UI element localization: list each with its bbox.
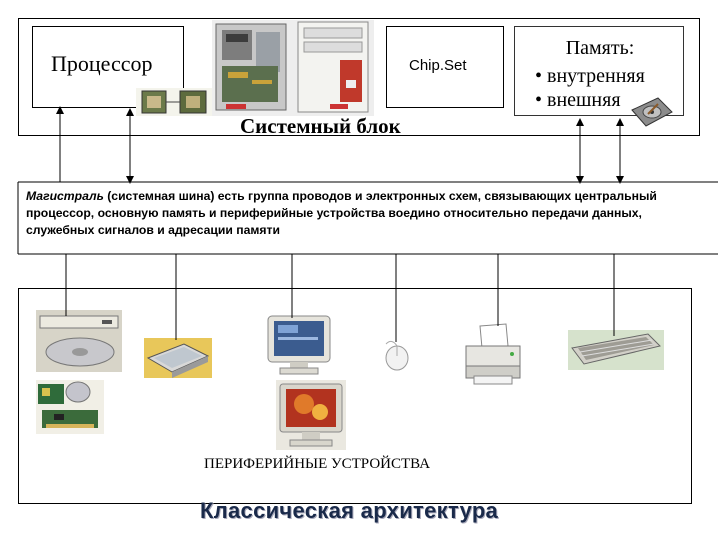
bus-definition: (системная шина) есть группа проводов и … [26, 189, 657, 237]
memory-box: Память: • внутренняя • внешняя [514, 26, 684, 116]
memory-item-external: • внешняя [535, 89, 621, 111]
system-unit-caption: Системный блок [240, 114, 401, 138]
memory-item-internal: • внутренняя [535, 65, 645, 87]
cd-drive-icon [36, 310, 122, 372]
bus-term: Магистраль [26, 189, 104, 203]
peripherals-box [18, 288, 692, 504]
printer-icon [462, 322, 524, 388]
processor-label: Процессор [51, 51, 153, 76]
monitor-red-icon [276, 380, 346, 450]
expansion-cards-icon [36, 380, 104, 434]
system-unit-photo [212, 20, 374, 116]
diagram-title: Классическая архитектура [200, 498, 499, 523]
mouse-icon [380, 340, 414, 372]
memory-title: Память: [565, 37, 635, 59]
monitor-icon [264, 314, 334, 376]
cpu-chip-icon [136, 88, 216, 116]
hard-disk-icon [628, 96, 674, 130]
bus-frame [17, 181, 718, 254]
scanner-icon [144, 338, 212, 378]
chipset-label: Chip.Set [409, 57, 467, 74]
bus-description: Магистраль (системная шина) есть группа … [26, 188, 712, 239]
chipset-box: Chip.Set [386, 26, 504, 108]
processor-box: Процессор [32, 26, 184, 108]
keyboard-icon [568, 330, 664, 370]
peripherals-caption: ПЕРИФЕРИЙНЫЕ УСТРОЙСТВА [204, 456, 431, 472]
